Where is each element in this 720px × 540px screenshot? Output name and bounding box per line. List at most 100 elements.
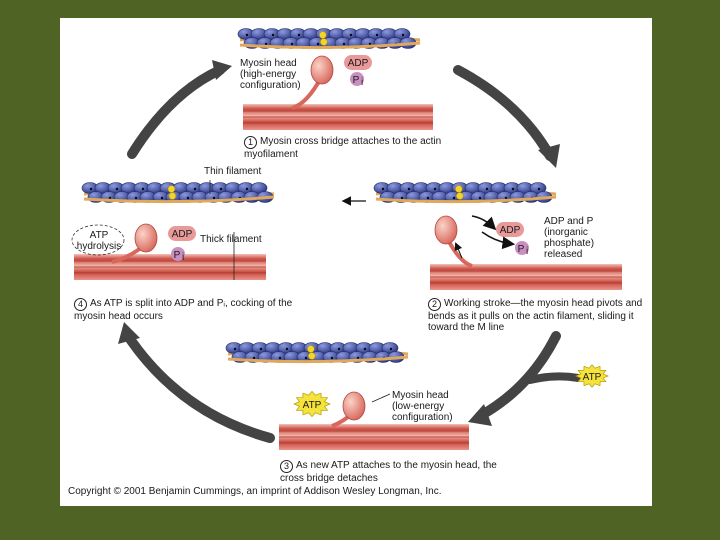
atp-star-incoming-shape [575,364,609,388]
myosin-step-2 [434,215,473,268]
binding-site [452,196,456,200]
binding-site [259,347,263,351]
adp-pi-released-label: ADP and P (inorganic phosphate) released [544,216,595,260]
pi-step-4-shape [171,247,185,261]
binding-site [342,42,346,46]
binding-site [537,187,541,191]
thin-filament-2 [373,182,557,204]
binding-site [160,196,164,200]
binding-site [504,196,508,200]
adp-step-1-text: ADP [348,58,369,69]
atp-hydrolysis-callout [71,224,125,256]
binding-site [278,356,282,360]
binding-site [297,33,301,37]
tropomyosin-strand [239,41,421,50]
pi-step-1-shape [350,72,364,86]
binding-site [316,42,320,46]
troponin [319,38,328,46]
myosin-step-1 [291,55,334,110]
thick-filament-label: Thick filament [200,234,262,245]
binding-site [356,356,360,360]
binding-site [349,33,353,37]
myosin-head-low-label: Myosin head (low-energy configuration) [392,390,453,423]
binding-site [381,187,385,191]
binding-site [245,33,249,37]
release-arrow [471,215,497,231]
binding-site [134,196,138,200]
thick-filament-3 [279,424,469,450]
binding-site [389,347,393,351]
pi-step-1-sub: i [361,77,363,88]
pivot-arrow [454,242,463,259]
troponin [168,192,177,200]
binding-site [252,356,256,360]
binding-site [271,33,275,37]
binding-site [219,187,223,191]
adp-step-4: ADP [168,226,196,241]
myosin-head [434,215,458,245]
adp-step-4-shape [168,226,196,241]
binding-site [245,187,249,191]
pi-step-4-text: P [174,250,181,261]
binding-site [407,187,411,191]
binding-site [337,347,341,351]
binding-site [290,42,294,46]
binding-site [285,347,289,351]
thin-filament-3 [225,342,409,364]
troponin [307,345,315,353]
binding-site [304,356,308,360]
pi-step-2-text: P [518,244,525,255]
myosin-step-4 [111,223,158,264]
binding-site [485,187,489,191]
binding-site [141,187,145,191]
binding-site [426,196,430,200]
atp-star-step-3: ATP [293,390,331,418]
thin-filament-1 [237,28,421,50]
myosin-step-3 [331,391,366,428]
binding-site [233,347,237,351]
myosin-head-low-leader [371,393,391,403]
atp-hydrolysis-label: ATP hydrolysis [76,230,122,252]
adp-step-2-text: ADP [500,225,521,236]
binding-site [212,196,216,200]
adp-step-4-text: ADP [172,229,193,240]
binding-site [108,196,112,200]
tropomyosin-strand [227,355,409,364]
binding-site [400,196,404,200]
binding-site [478,196,482,200]
thick-filament-2 [430,264,622,290]
binding-site [511,187,515,191]
cycle-arrow-top-left [127,60,232,159]
thin-filament-4 [81,182,275,204]
myosin-head [342,391,366,421]
binding-site [115,187,119,191]
tropomyosin-strand [83,195,275,204]
troponin [167,185,176,193]
cycle-arrow-top-right [453,65,560,168]
pi-step-1-text: P [353,75,360,86]
troponin [455,192,464,200]
troponin [454,185,463,193]
tropomyosin-strand [375,195,557,204]
cycle-arrow-bottom-left [118,322,275,443]
thin-filament-label: Thin filament [204,166,262,177]
binding-site [186,196,190,200]
adp-step-1: ADP [344,55,372,70]
binding-site [368,42,372,46]
binding-site [264,42,268,46]
pi-step-4-sub: i [182,252,184,263]
troponin [318,31,327,39]
pi-step-2-shape [515,241,529,255]
adp-step-1-shape [344,55,372,70]
troponin [308,352,316,360]
myosin-head [134,223,158,253]
binding-site [401,33,405,37]
myosin-head [310,55,334,85]
